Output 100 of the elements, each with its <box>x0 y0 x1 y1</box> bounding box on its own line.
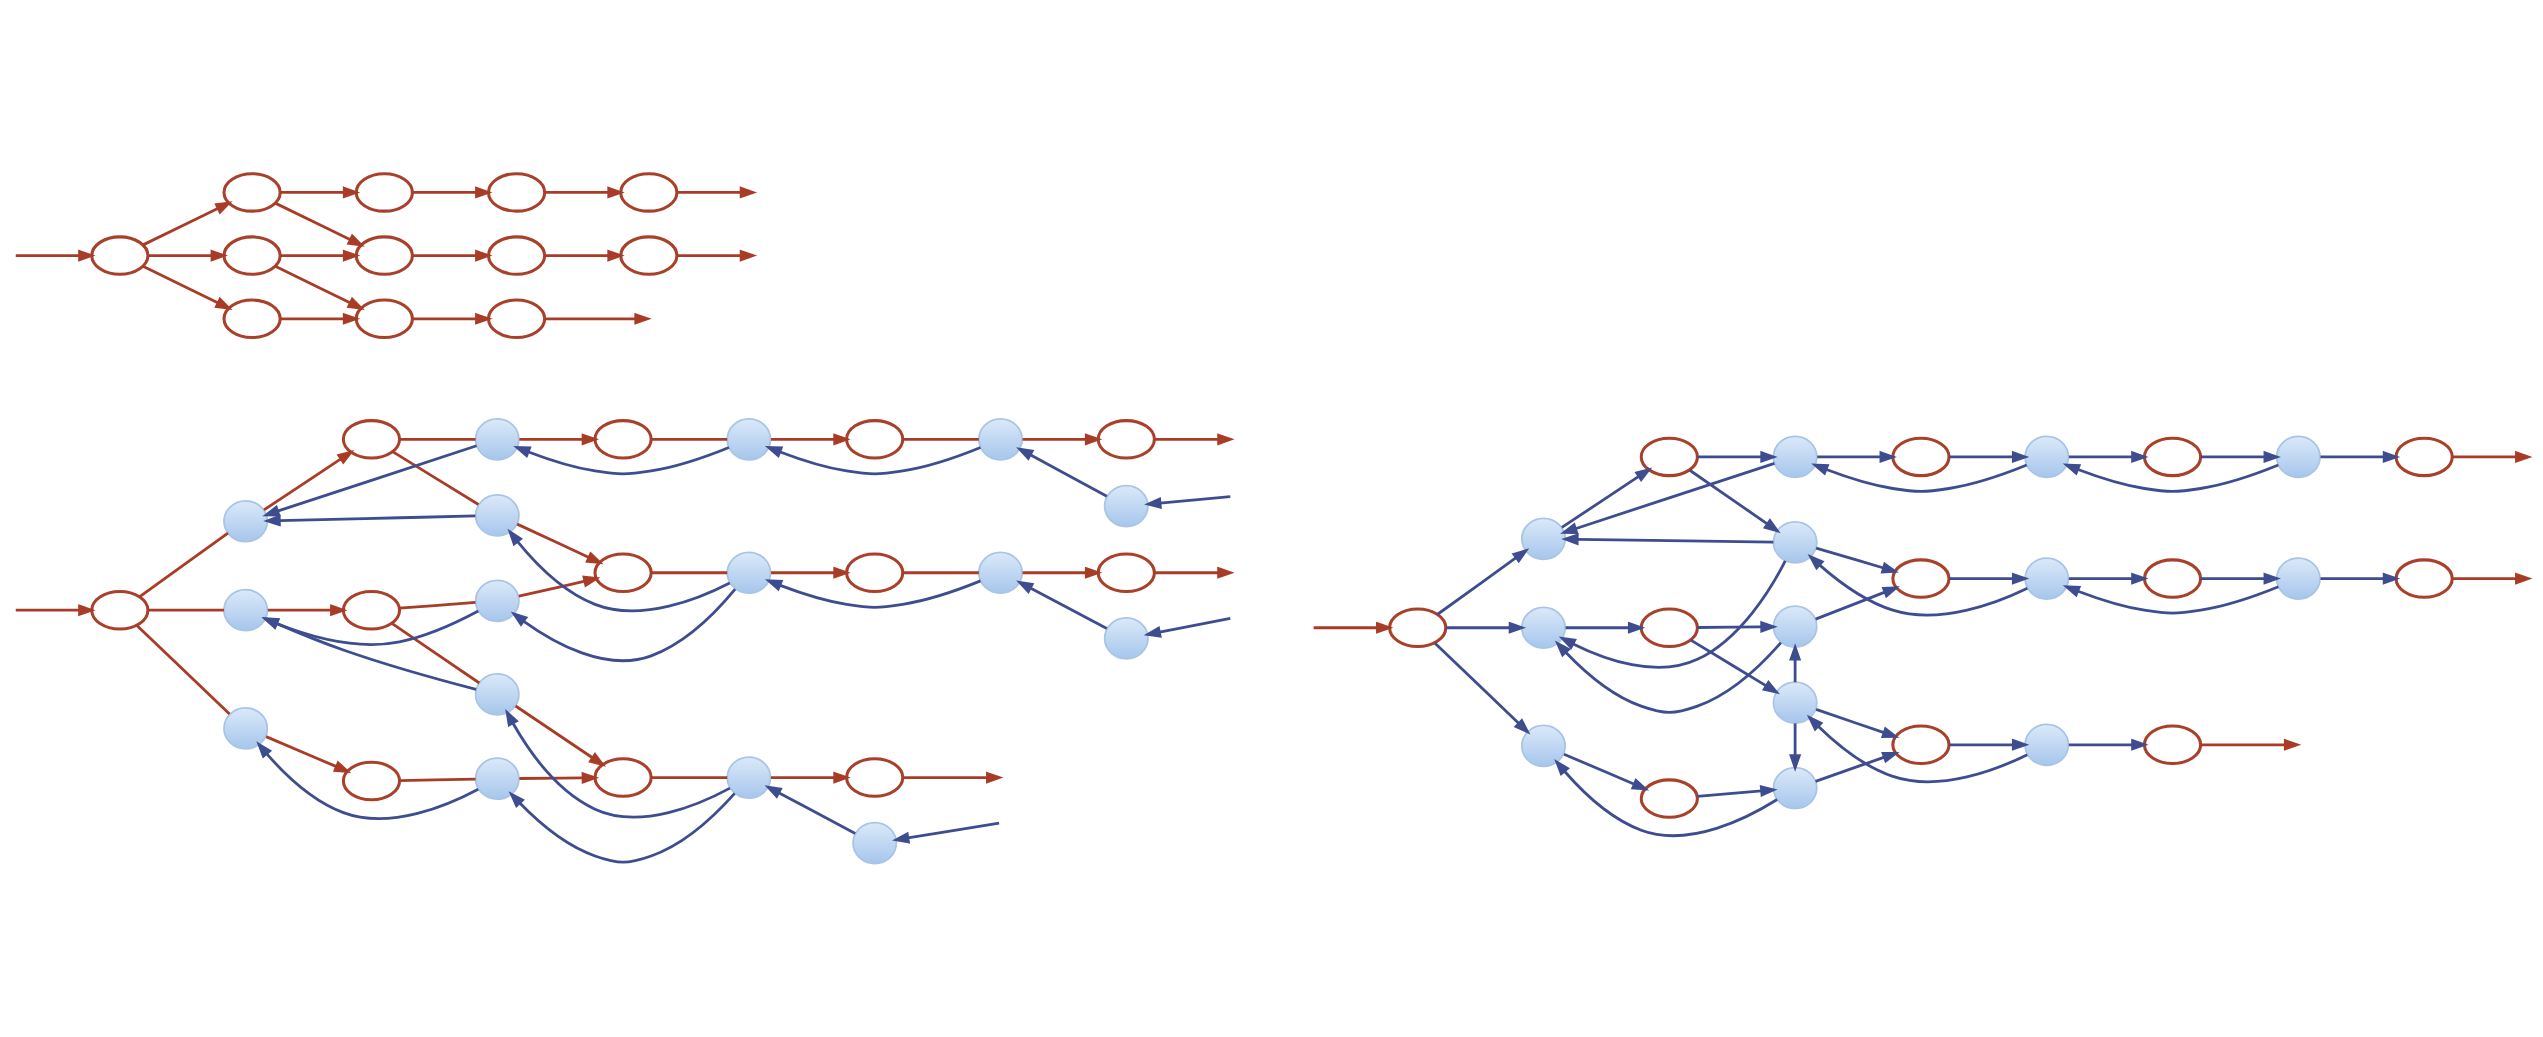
arrow <box>770 771 851 784</box>
arrow <box>1565 621 1645 634</box>
arrow <box>514 704 606 767</box>
connector <box>902 437 979 441</box>
node-ellipse <box>618 234 678 276</box>
node-circle <box>222 706 268 750</box>
connector <box>650 570 727 574</box>
node-ellipse <box>2394 557 2454 599</box>
node-circle <box>474 756 520 800</box>
arrow <box>512 445 729 475</box>
node-ellipse <box>1096 418 1156 460</box>
arrow <box>676 185 757 198</box>
connector <box>135 624 230 715</box>
arrow <box>412 185 492 198</box>
node-circle <box>474 493 520 537</box>
connector <box>650 437 727 441</box>
arrow <box>1553 758 1778 837</box>
node-circle <box>1772 604 1818 648</box>
node-ellipse <box>354 171 414 213</box>
arrow <box>1807 553 2028 616</box>
arrow <box>262 449 354 511</box>
node-circle <box>474 417 520 461</box>
node-ellipse <box>2142 436 2202 477</box>
arrow <box>1559 461 1775 534</box>
node-ellipse <box>89 234 149 276</box>
node-ellipse <box>341 760 401 801</box>
arrow <box>15 603 96 616</box>
node-ellipse <box>341 418 401 460</box>
node-ellipse <box>222 171 282 213</box>
arrow <box>1697 450 1778 463</box>
arrow <box>2319 572 2400 585</box>
arrow <box>261 609 479 646</box>
arrow <box>544 249 625 262</box>
arrow <box>2068 738 2149 751</box>
arrow <box>1560 532 1773 545</box>
node-ellipse <box>592 756 653 798</box>
arrow <box>2319 450 2400 463</box>
arrow <box>1815 707 1899 738</box>
node-circle <box>2275 435 2321 478</box>
node-circle <box>725 417 771 461</box>
connector <box>398 600 476 610</box>
node-circle <box>1772 520 1818 564</box>
arrow <box>1814 585 1900 620</box>
arrow <box>412 312 492 325</box>
arrow <box>141 200 233 246</box>
node-ellipse <box>1890 436 1951 477</box>
arrow <box>1554 639 1782 714</box>
arrow <box>280 185 360 198</box>
node-circle <box>977 417 1023 461</box>
node-ellipse <box>592 552 653 593</box>
node-circle <box>725 550 771 594</box>
arrow <box>274 264 365 310</box>
arrow <box>764 445 981 475</box>
arrow <box>518 575 600 598</box>
arrow <box>262 513 475 527</box>
node-circle <box>1520 516 1566 560</box>
arrow <box>764 578 981 609</box>
connector <box>650 775 727 779</box>
node-ellipse <box>1639 607 1699 648</box>
arrow <box>676 249 757 262</box>
node-ellipse <box>89 589 149 630</box>
arrow <box>1810 462 2027 493</box>
arrow <box>507 528 730 612</box>
arrow <box>255 740 479 820</box>
node-ellipse <box>592 418 653 460</box>
node-ellipse <box>486 298 546 339</box>
node-ellipse <box>222 234 282 276</box>
arrow <box>770 566 851 579</box>
arrow <box>2068 450 2149 463</box>
node-circle <box>222 588 268 632</box>
arrow <box>2062 462 2279 493</box>
arrow <box>1948 450 2029 463</box>
node-ellipse <box>2142 557 2202 599</box>
connector <box>147 608 224 612</box>
connector <box>138 531 229 598</box>
arrow <box>1022 566 1102 579</box>
node-ellipse <box>341 589 401 630</box>
arrow <box>261 443 477 516</box>
arrow <box>508 790 736 864</box>
arrow <box>280 312 360 325</box>
connector <box>390 621 480 684</box>
arrow <box>261 616 476 691</box>
arrow <box>544 185 625 198</box>
arrow <box>1445 621 1526 634</box>
node-ellipse <box>2394 436 2454 477</box>
node-ellipse <box>222 298 282 339</box>
arrow <box>147 249 228 262</box>
node-circle <box>1103 616 1149 660</box>
arrow <box>2068 572 2149 585</box>
arrow <box>1154 566 1235 579</box>
arrow <box>1948 572 2029 585</box>
node-ellipse <box>354 298 414 339</box>
arrow <box>1562 752 1649 791</box>
node-ellipse <box>618 171 678 213</box>
node-circle <box>1103 484 1149 527</box>
arrow <box>1788 722 1801 772</box>
node-ellipse <box>1639 436 1699 477</box>
node-circle <box>2023 556 2069 600</box>
node-ellipse <box>1387 607 1447 648</box>
arrow <box>516 522 603 564</box>
